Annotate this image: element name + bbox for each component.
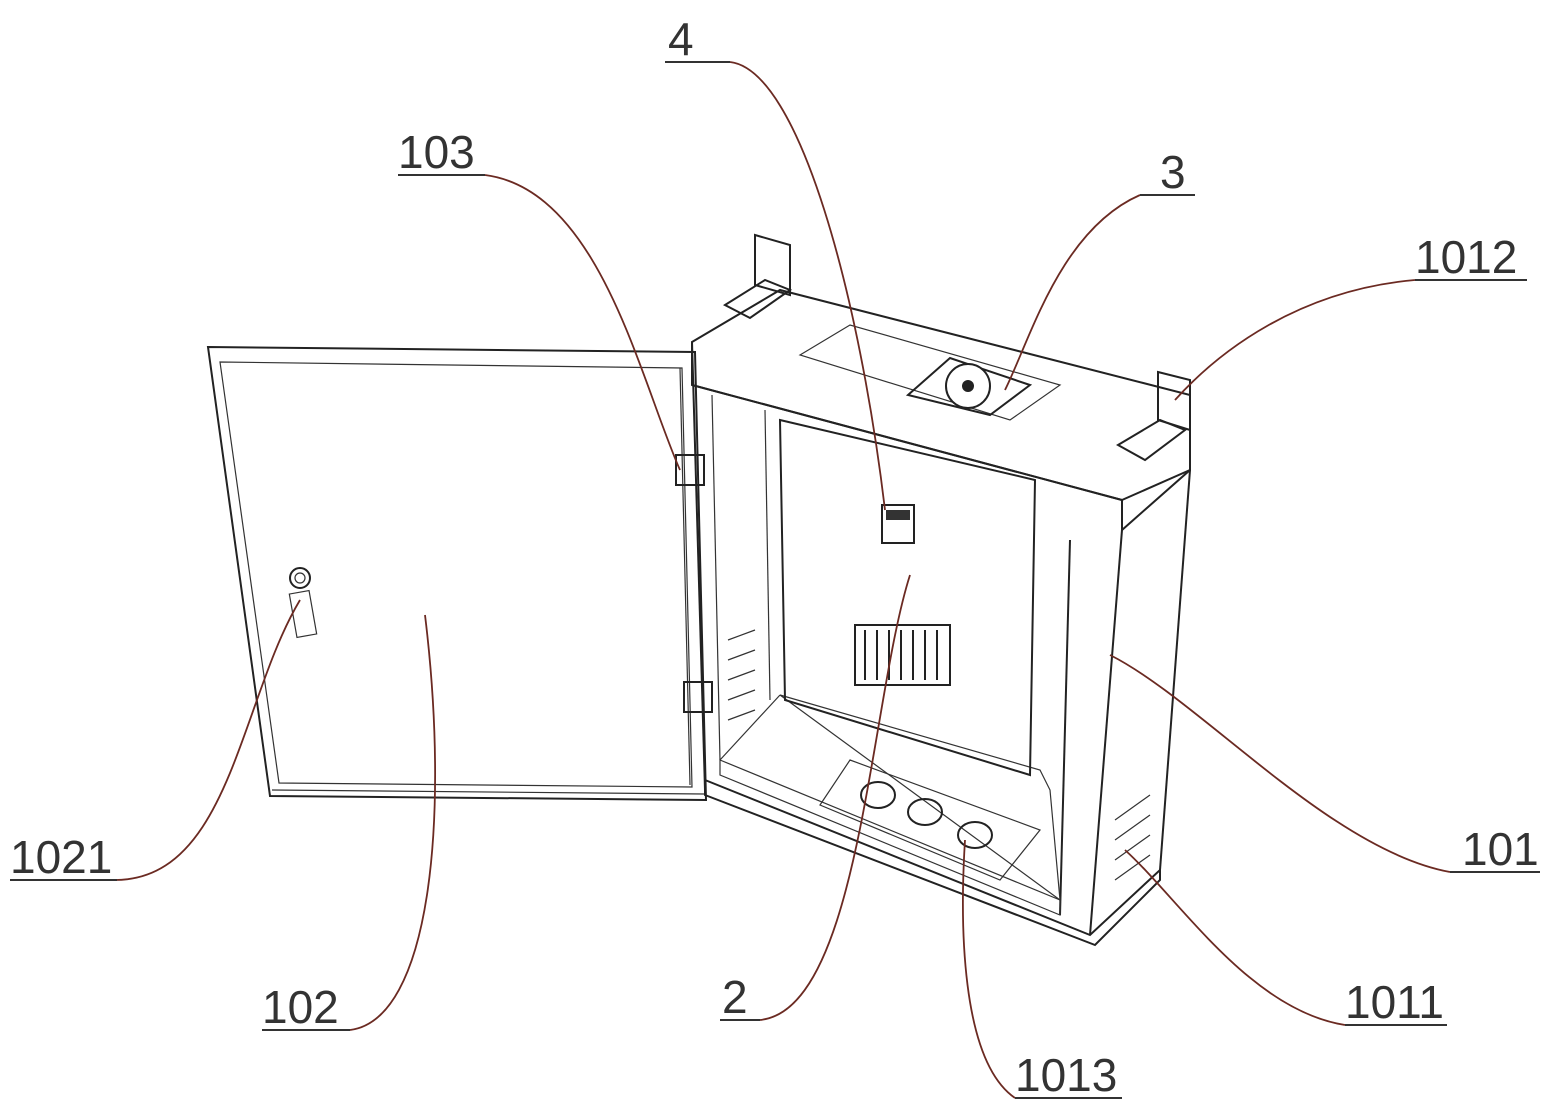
door-lock bbox=[289, 568, 316, 637]
label-102: 102 bbox=[262, 981, 339, 1033]
label-1013: 1013 bbox=[1015, 1049, 1117, 1101]
label-103: 103 bbox=[398, 126, 475, 178]
cooling-fan bbox=[908, 358, 1030, 415]
cabinet-door bbox=[208, 347, 706, 800]
cabinet-body bbox=[692, 235, 1190, 945]
label-1011: 1011 bbox=[1345, 976, 1444, 1028]
label-101: 101 bbox=[1462, 823, 1539, 875]
side-vent bbox=[728, 630, 755, 720]
label-4: 4 bbox=[668, 13, 694, 65]
mounting-plate bbox=[780, 420, 1035, 775]
label-1021: 1021 bbox=[10, 831, 112, 883]
label-2: 2 bbox=[722, 971, 748, 1023]
label-1012: 1012 bbox=[1415, 231, 1517, 283]
side-vent-right bbox=[1115, 795, 1150, 880]
door-hinges bbox=[676, 455, 712, 712]
label-3: 3 bbox=[1160, 146, 1186, 198]
